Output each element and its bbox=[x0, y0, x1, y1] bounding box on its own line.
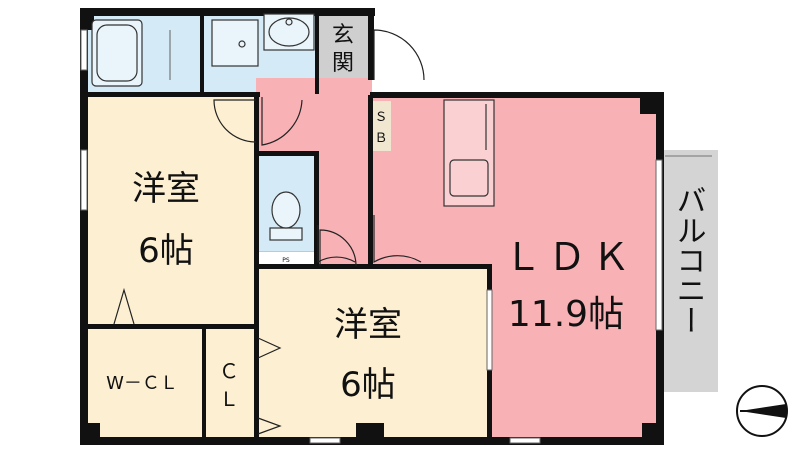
wall-entrance-right bbox=[368, 8, 374, 80]
door-cl bbox=[257, 337, 282, 359]
western-room-left-fill bbox=[86, 95, 256, 327]
entrance-name-line1: 玄 bbox=[332, 23, 354, 48]
ldk-size: 11.9帖 bbox=[508, 294, 624, 335]
wall-toilet-right bbox=[314, 151, 319, 268]
western-room-left-name: 洋室 bbox=[132, 169, 200, 209]
walk-in-closet-name: W－ＣＬ bbox=[106, 373, 178, 394]
closet-name-line1: Ｃ bbox=[219, 359, 239, 383]
wall-cl-right bbox=[254, 264, 259, 440]
western-room-center-fill bbox=[256, 266, 490, 440]
wall-toilet-top bbox=[256, 151, 318, 156]
wall-wcl-top bbox=[80, 324, 258, 329]
windows bbox=[80, 29, 663, 444]
labels: 洋室 6帖 洋室 6帖 ＬＤＫ 11.9帖 W－ＣＬ Ｃ Ｌ 玄 関 Ｓ Ｂ P… bbox=[106, 23, 705, 411]
entrance-fill bbox=[317, 15, 370, 78]
door-cl-2 bbox=[257, 417, 282, 435]
closet-name-line2: Ｌ bbox=[219, 387, 239, 411]
ldk-name: ＬＤＫ bbox=[504, 235, 636, 279]
shoe-box-fill bbox=[371, 101, 391, 151]
wall-hall-left bbox=[254, 95, 259, 155]
closet-fill bbox=[204, 327, 256, 440]
wall-toilet-left bbox=[254, 151, 259, 268]
walk-in-closet-fill bbox=[86, 327, 204, 440]
pillar bbox=[80, 423, 100, 445]
door-room-left bbox=[213, 99, 257, 143]
doors bbox=[113, 29, 425, 435]
shoe-box-line2: Ｂ bbox=[374, 131, 387, 146]
compass-icon bbox=[736, 385, 788, 437]
door-ldk bbox=[373, 215, 422, 264]
wall-room-center-top bbox=[254, 264, 490, 269]
entrance-name-line2: 関 bbox=[332, 51, 354, 76]
washing-machine-icon bbox=[211, 19, 259, 67]
window bbox=[80, 29, 88, 71]
door-entrance bbox=[373, 29, 425, 81]
balcony-fill bbox=[660, 150, 718, 392]
door-wash-hall bbox=[261, 97, 303, 146]
window bbox=[509, 437, 541, 444]
wall-wet-bottom bbox=[80, 92, 260, 97]
window bbox=[80, 149, 88, 211]
balcony-name: バルコニー bbox=[671, 185, 706, 335]
pipe-space-fill bbox=[258, 252, 314, 266]
window bbox=[655, 159, 663, 331]
washbasin-icon bbox=[263, 13, 315, 51]
window bbox=[309, 437, 341, 444]
door-wcl bbox=[113, 287, 135, 325]
pillar bbox=[356, 423, 384, 445]
western-room-left-size: 6帖 bbox=[138, 231, 194, 271]
wall-top-left bbox=[80, 8, 375, 16]
bathtub-icon bbox=[91, 19, 171, 87]
window bbox=[486, 289, 493, 371]
pipe-space-label: PS bbox=[282, 257, 290, 264]
wall-wash-entrance bbox=[315, 12, 319, 94]
wall-bath-wash bbox=[200, 12, 204, 94]
pillar bbox=[642, 423, 664, 445]
pillar bbox=[640, 92, 664, 114]
western-room-center-name: 洋室 bbox=[334, 305, 402, 345]
kitchen-counter-icon bbox=[443, 99, 495, 207]
western-room-center-size: 6帖 bbox=[340, 365, 396, 405]
wall-cl-left bbox=[202, 324, 206, 440]
door-toilet bbox=[317, 225, 356, 264]
door-room-center bbox=[319, 229, 357, 267]
toilet-icon bbox=[269, 191, 303, 241]
wall-left bbox=[80, 8, 88, 444]
fixtures bbox=[91, 13, 712, 241]
ldk-notch-fill bbox=[256, 95, 370, 155]
pillar bbox=[80, 8, 94, 30]
wall-top-ldk bbox=[370, 92, 664, 98]
wall-hall-ldk bbox=[368, 95, 373, 267]
room-fills bbox=[86, 15, 718, 440]
shoe-box-line1: Ｓ bbox=[374, 110, 387, 125]
